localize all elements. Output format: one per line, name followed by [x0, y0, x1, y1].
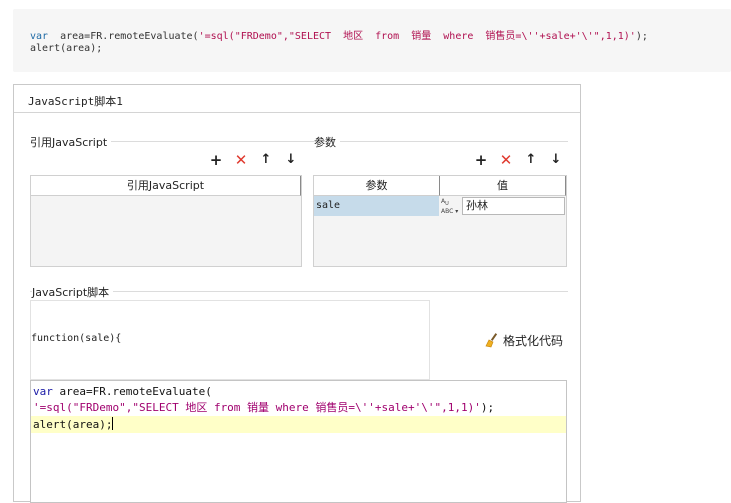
close-icon: ✕	[234, 151, 248, 169]
editor-alert: alert(area);	[33, 418, 113, 431]
param-value-column-header[interactable]: 值	[440, 176, 566, 196]
arrow-up-icon: ↑	[525, 152, 537, 167]
close-icon: ✕	[499, 151, 513, 169]
ref-js-column-header[interactable]: 引用JavaScript	[31, 176, 301, 196]
param-section-label: 参数	[314, 134, 340, 150]
editor-line-2-end: );	[480, 401, 495, 414]
editor-line-1: var area=FR.remoteEvaluate(	[33, 383, 212, 400]
ref-delete-button[interactable]: ✕	[234, 151, 248, 169]
function-header-area: function(sale){	[30, 300, 430, 380]
param-add-button[interactable]: +	[474, 151, 488, 169]
dialog-title: JavaScript脚本1	[14, 85, 580, 113]
ref-add-button[interactable]: +	[209, 151, 223, 169]
editor-keyword: var	[33, 385, 53, 398]
snippet-line-2: alert(area);	[30, 43, 103, 54]
code-snippet: var area=FR.remoteEvaluate('=sql("FRDemo…	[13, 9, 731, 72]
param-name-column-header[interactable]: 参数	[314, 176, 440, 196]
format-code-label: 格式化代码	[503, 334, 564, 348]
plus-icon: +	[209, 151, 223, 169]
script-section-label: JavaScript脚本	[32, 284, 114, 300]
editor-call: area=FR.remoteEvaluate(	[52, 385, 212, 398]
param-section-divider	[312, 141, 568, 142]
snippet-line-1: var area=FR.remoteEvaluate('=sql("FRDemo…	[30, 27, 648, 42]
format-code-button[interactable]: 格式化代码	[484, 332, 563, 350]
plus-icon: +	[474, 151, 488, 169]
arrow-up-icon: ↑	[260, 152, 272, 167]
snippet-end: );	[635, 31, 648, 42]
script-section-divider	[30, 291, 568, 292]
ref-section-divider	[30, 141, 312, 142]
function-signature: function(sale){	[31, 333, 122, 344]
broom-icon	[485, 333, 498, 348]
ref-move-down-button[interactable]: ↓	[284, 153, 298, 167]
param-row-name[interactable]: sale	[314, 196, 439, 216]
editor-line-2: '=sql("FRDemo","SELECT 地区 from 销量 where …	[33, 399, 494, 416]
ref-move-up-button[interactable]: ↑	[259, 153, 273, 167]
script-editor[interactable]: var area=FR.remoteEvaluate( '=sql("FRDem…	[30, 380, 567, 503]
javascript-dialog: JavaScript脚本1 引用JavaScript + ✕ ↑ ↓ 引用Jav…	[13, 84, 581, 503]
param-move-down-button[interactable]: ↓	[549, 153, 563, 167]
arrow-down-icon: ↓	[550, 152, 562, 167]
arrow-down-icon: ↓	[285, 152, 297, 167]
editor-string: '=sql("FRDemo","SELECT 地区 from 销量 where …	[33, 401, 481, 414]
ref-section-label: 引用JavaScript	[30, 134, 112, 150]
snippet-keyword: var	[30, 31, 49, 42]
param-move-up-button[interactable]: ↑	[524, 153, 538, 167]
snippet-string: '=sql("FRDemo","SELECT 地区 from 销量 where …	[198, 31, 636, 42]
snippet-call: area=FR.remoteEvaluate(	[48, 31, 199, 42]
editor-line-3-current: alert(area);	[31, 416, 566, 433]
param-delete-button[interactable]: ✕	[499, 151, 513, 169]
param-value-input[interactable]: 孙林	[462, 197, 565, 215]
ref-js-table[interactable]: 引用JavaScript	[30, 175, 302, 267]
text-caret	[112, 417, 114, 430]
